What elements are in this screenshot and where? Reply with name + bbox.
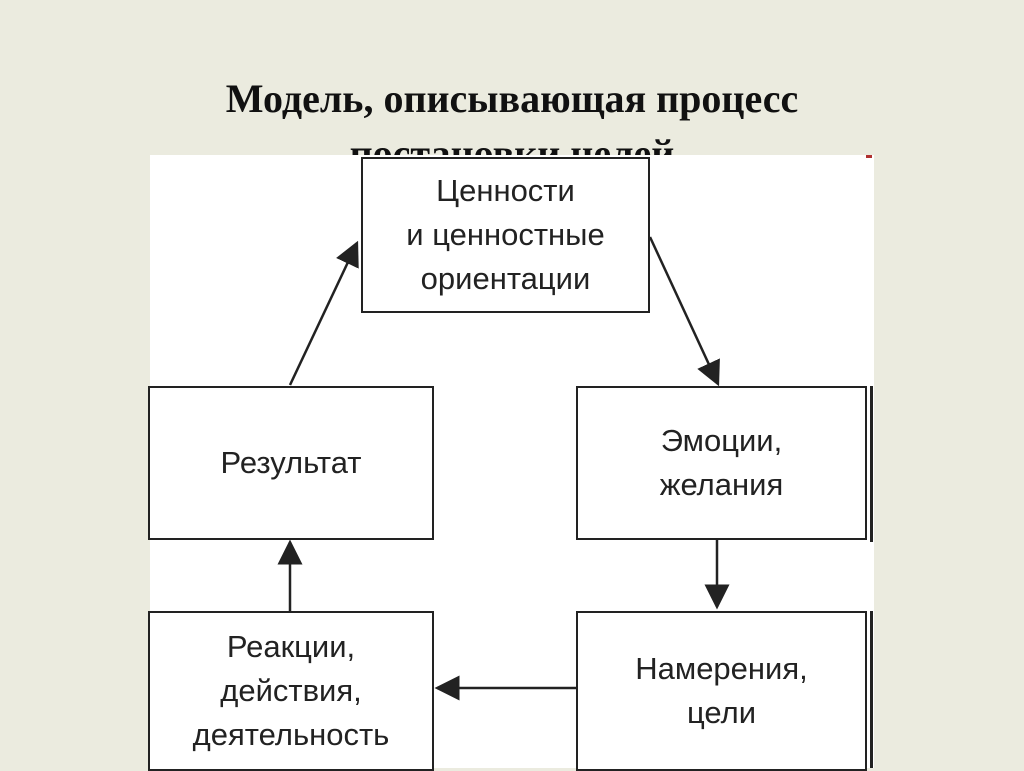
right-edge-mark-upper <box>870 386 873 542</box>
node-reactions: Реакции, действия, деятельность <box>148 611 434 771</box>
node-reactions-line-2: действия, <box>220 673 362 708</box>
node-reactions-line-1: Реакции, <box>226 629 356 664</box>
slide-title-line-1: Модель, описывающая процесс <box>225 75 799 121</box>
right-edge-mark-lower <box>870 611 873 768</box>
node-reactions-line-3: деятельность <box>192 717 390 752</box>
goal-setting-diagram: Ценности и ценностные ориентации Результ… <box>148 155 874 771</box>
top-right-tick <box>866 155 872 158</box>
node-intentions: Намерения, цели <box>576 611 867 771</box>
diagram-arrows <box>277 236 730 701</box>
node-intentions-line-2: цели <box>686 695 757 730</box>
node-result: Результат <box>148 386 434 540</box>
slide-title: Модель, описывающая процесс постановки ц… <box>0 71 1024 181</box>
node-values-line-2: и ценностные <box>406 217 605 252</box>
node-intentions-line-1: Намерения, <box>635 651 808 686</box>
node-values: Ценности и ценностные ориентации <box>361 157 650 313</box>
node-values-line-3: ориентации <box>420 261 591 296</box>
arrow-values-to-emotions <box>648 236 720 387</box>
node-emotions-line-1: Эмоции, <box>660 423 783 458</box>
node-result-line-1: Результат <box>220 445 362 480</box>
node-values-line-1: Ценности <box>436 173 575 208</box>
arrow-result-to-values <box>288 240 359 386</box>
node-emotions: Эмоции, желания <box>576 386 867 540</box>
node-emotions-line-2: желания <box>659 467 784 502</box>
